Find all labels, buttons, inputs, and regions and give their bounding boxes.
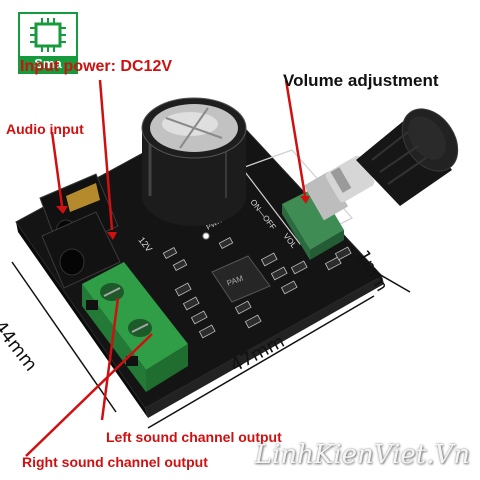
potentiometer xyxy=(282,155,375,260)
brand-logo: Sma xyxy=(18,12,78,74)
power-led xyxy=(202,232,210,240)
volume-knob xyxy=(356,108,459,206)
label-input-power: Input power: DC12V xyxy=(20,58,173,75)
logo-text: Sma xyxy=(20,56,76,72)
chip-logo-icon xyxy=(30,18,66,52)
smd-components xyxy=(162,236,352,339)
watermark: LinhKienViet.Vn xyxy=(254,440,470,470)
arrow-heads xyxy=(56,196,310,240)
label-audio-input: Audio input xyxy=(6,121,84,137)
capacitor xyxy=(141,97,247,226)
amplifier-chip: PAM xyxy=(211,255,271,303)
pcb-edge-right xyxy=(145,276,384,418)
silkscreen-outline xyxy=(241,149,353,245)
label-volume-adjustment: Volume adjustment xyxy=(283,71,439,90)
dc-jack xyxy=(41,211,121,289)
label-right-output: Right sound channel output xyxy=(22,454,208,470)
label-left-output: Left sound channel output xyxy=(106,429,282,445)
annotation-arrows xyxy=(25,79,307,457)
